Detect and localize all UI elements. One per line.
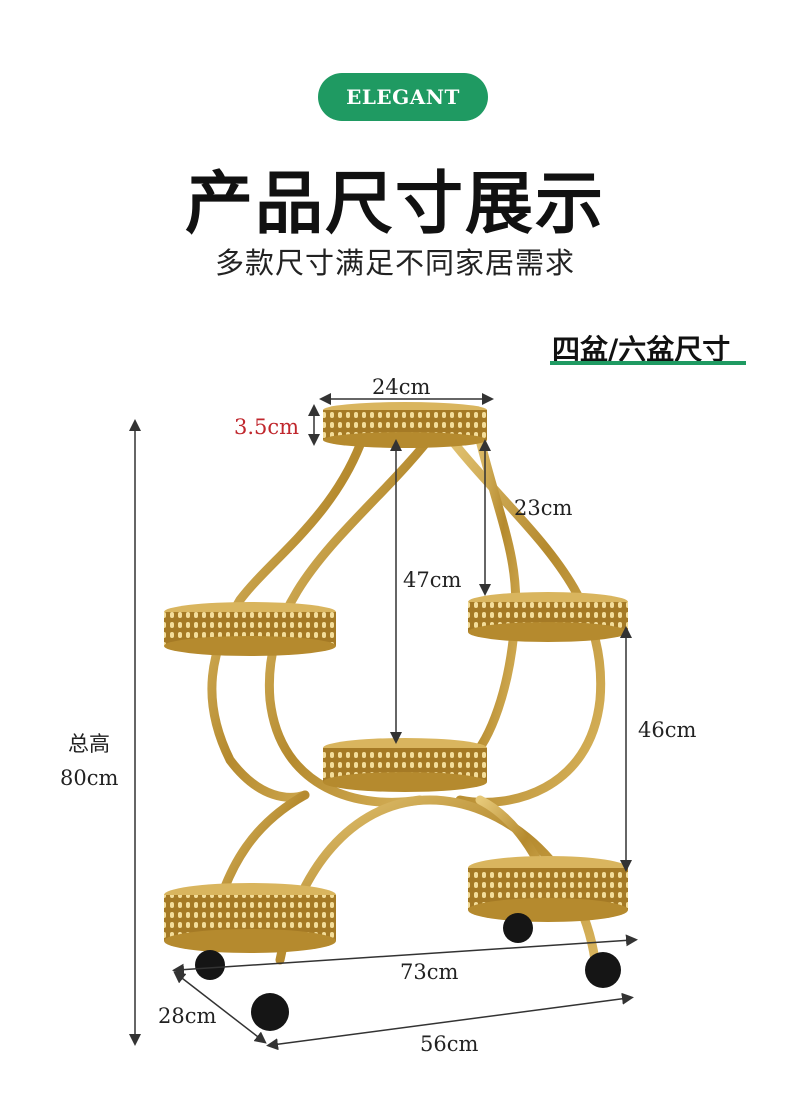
left-lower-pot (164, 883, 336, 953)
elegant-badge: ELEGANT (318, 73, 488, 121)
spec-label: 四盆/六盆尺寸 (552, 333, 731, 366)
dim-lower-gap: 46cm (638, 718, 697, 742)
dim-mid-height: 47cm (403, 568, 462, 592)
dim-total-label: 总高 (68, 732, 110, 756)
page-title: 产品尺寸展示 (184, 164, 605, 244)
dim-width: 73cm (400, 960, 459, 984)
spec-underline (550, 361, 746, 365)
dim-top-width: 24cm (372, 375, 431, 399)
dim-top-height: 3.5cm (234, 415, 300, 439)
dim-depth: 28cm (158, 1004, 217, 1028)
dimension-lines (129, 393, 638, 1051)
dim-total-value: 80cm (60, 766, 119, 790)
center-pot (323, 738, 487, 792)
dim-base: 56cm (420, 1032, 479, 1056)
right-lower-pot (468, 856, 628, 922)
page-subtitle: 多款尺寸满足不同家居需求 (214, 246, 575, 280)
top-pot (323, 402, 487, 448)
right-upper-pot (468, 592, 628, 642)
left-upper-pot (164, 602, 336, 656)
dim-upper-gap: 23cm (514, 496, 573, 520)
